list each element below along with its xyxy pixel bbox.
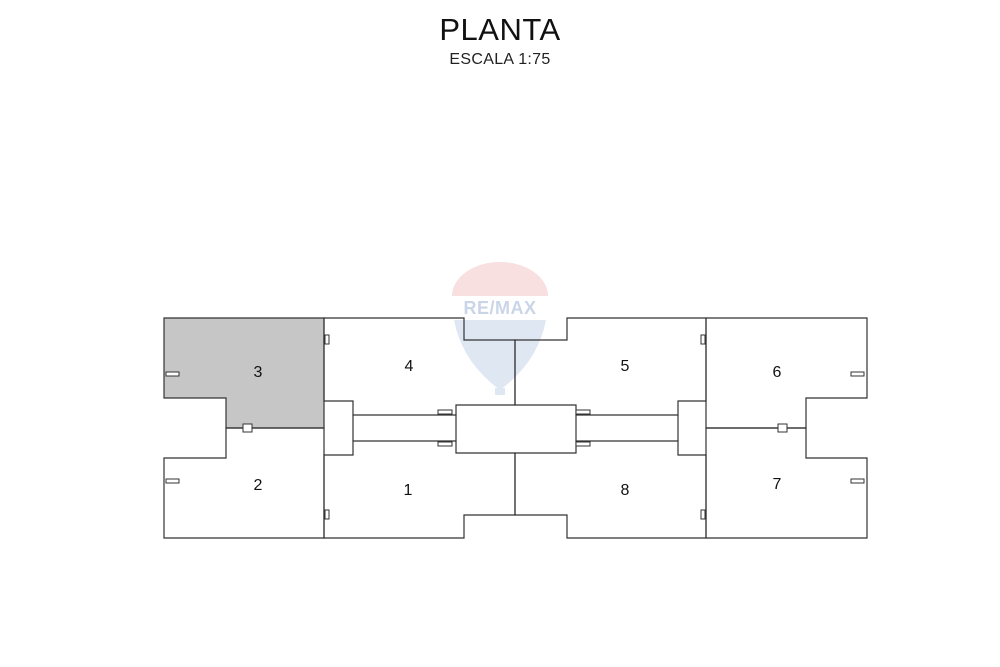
door-marker (324, 509, 330, 520)
remax-watermark: RE/MAX (452, 262, 548, 395)
watermark-text: RE/MAX (463, 298, 536, 318)
unit-8 (514, 440, 707, 539)
door-marker (575, 441, 591, 447)
unit-6 (705, 317, 868, 429)
unit-5 (514, 317, 707, 416)
door-marker (777, 423, 788, 433)
door-marker (700, 334, 706, 345)
corridor (352, 415, 679, 441)
unit-3 (163, 317, 325, 429)
unit-label-5: 5 (621, 358, 630, 375)
door-marker (437, 409, 453, 415)
unit-label-7: 7 (773, 476, 782, 493)
door-marker (165, 478, 180, 484)
door-marker (165, 371, 180, 377)
door-marker (700, 509, 706, 520)
unit-label-8: 8 (621, 482, 630, 499)
units (163, 317, 868, 539)
plan-scale: ESCALA 1:75 (449, 51, 551, 68)
unit-4 (323, 317, 516, 416)
unit-label-1: 1 (404, 482, 413, 499)
door-marker (850, 478, 865, 484)
unit-labels: 3 4 5 6 2 1 8 7 (254, 358, 782, 499)
door-marker (242, 423, 253, 433)
door-marker (575, 409, 591, 415)
unit-label-6: 6 (773, 364, 782, 381)
unit-label-3: 3 (254, 364, 263, 381)
balloon-top (452, 262, 548, 296)
unit-2 (163, 427, 325, 539)
unit-label-2: 2 (254, 477, 263, 494)
balloon-basket (495, 388, 505, 395)
door-marker (324, 334, 330, 345)
door-marker (437, 441, 453, 447)
plan-title: PLANTA (439, 12, 561, 47)
unit-label-4: 4 (405, 358, 414, 375)
unit-7 (705, 427, 868, 539)
door-markers (165, 334, 865, 520)
balloon-bottom (454, 320, 546, 390)
door-marker (850, 371, 865, 377)
unit-1 (323, 440, 516, 539)
